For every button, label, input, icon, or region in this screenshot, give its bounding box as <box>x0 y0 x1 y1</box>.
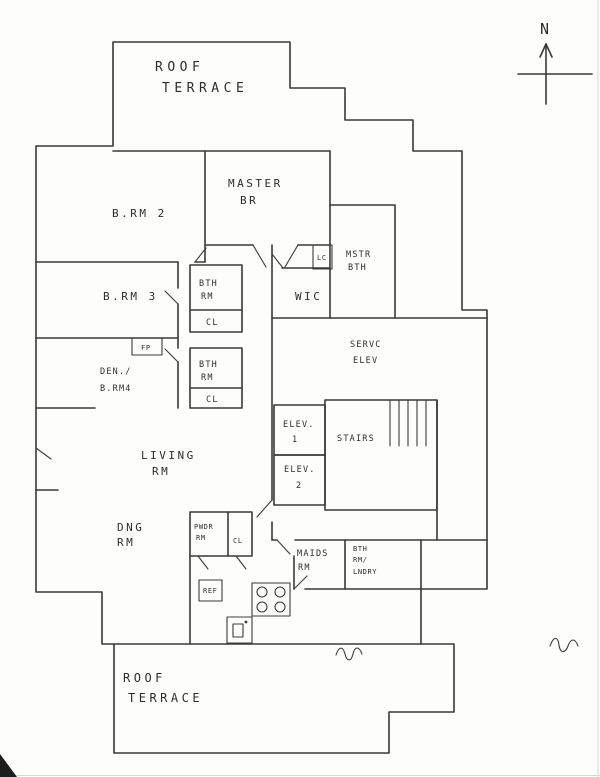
stairs-box <box>324 399 438 511</box>
label-dng-rm-1: DNG <box>117 521 144 534</box>
label-elev-1-b: 1 <box>292 435 298 445</box>
label-elev-2-b: 2 <box>296 481 302 491</box>
label-servc-elev-2: ELEV <box>353 356 378 366</box>
label-living-rm-2: RM <box>152 465 170 478</box>
label-den-2: B.RM4 <box>100 384 132 394</box>
label-elev-2-a: ELEV. <box>284 465 316 475</box>
label-servc-elev-1: SERVC <box>350 340 382 350</box>
label-roof-terrace-top-2: TERRACE <box>162 81 248 96</box>
label-pwdr-rm-2: RM <box>196 534 206 542</box>
label-pwdr-rm-1: PWDR <box>194 523 213 531</box>
linen-closet-box <box>312 244 333 270</box>
bathroom-block-lower <box>189 347 243 409</box>
north-label: N <box>540 20 550 38</box>
elevator-2-shaft <box>273 454 326 506</box>
label-dng-rm-2: RM <box>117 536 135 549</box>
label-b-rm-2: B.RM 2 <box>112 207 167 220</box>
label-den-1: DEN./ <box>100 367 132 377</box>
label-ref: REF <box>203 587 217 595</box>
label-bth-lndry-3: LNDRY <box>353 568 377 576</box>
label-cl-powder: CL <box>233 537 243 545</box>
hand-squiggle-1 <box>335 647 363 661</box>
bathroom-block-upper <box>189 264 243 333</box>
label-maids-rm-1: MAIDS <box>297 549 329 559</box>
label-mstr-bth-1: MSTR <box>346 250 371 260</box>
label-bth-rm-upper-1: BTH <box>199 279 218 289</box>
refrigerator-box <box>198 579 223 602</box>
label-maids-rm-2: RM <box>298 563 311 573</box>
kitchen-fixtures <box>198 579 291 644</box>
label-cl-lower: CL <box>206 395 219 405</box>
label-master-br-1: MASTER <box>228 177 283 190</box>
label-fp: FP <box>141 344 151 352</box>
label-bth-rm-lower-1: BTH <box>199 360 218 370</box>
interior-walls <box>35 150 488 645</box>
north-arrow-head <box>539 43 553 58</box>
label-cl-upper: CL <box>206 318 219 328</box>
room-labels: ROOF TERRACE MASTER BR B.RM 2 MSTR BTH L… <box>100 60 382 705</box>
hand-squiggles <box>335 637 579 661</box>
stair-treads <box>389 399 427 447</box>
label-living-rm-1: LIVING <box>141 449 196 462</box>
powder-room-block <box>189 511 253 557</box>
kitchen-sink <box>226 616 253 644</box>
label-roof-terrace-bottom-2: TERRACE <box>128 691 203 705</box>
label-stairs: STAIRS <box>337 434 375 444</box>
label-lc: LC <box>317 254 327 262</box>
label-bth-rm-lower-2: RM <box>201 373 214 383</box>
elevator-1-shaft <box>273 404 326 456</box>
label-bth-lndry-1: BTH <box>353 545 367 553</box>
label-elev-1-a: ELEV. <box>283 420 315 430</box>
label-bth-lndry-2: RM/ <box>353 556 367 564</box>
label-b-rm-3: B.RM 3 <box>103 290 158 303</box>
fireplace-box <box>131 337 163 356</box>
label-master-br-2: BR <box>240 194 258 207</box>
hand-squiggle-2 <box>549 637 579 653</box>
scan-corner-artifact <box>0 754 17 777</box>
exterior-wall-outline <box>35 41 488 754</box>
door-swing-marks <box>35 244 308 590</box>
label-mstr-bth-2: BTH <box>348 263 367 273</box>
label-roof-terrace-bottom-1: ROOF <box>123 671 166 685</box>
label-wic: WIC <box>295 290 322 303</box>
north-arrow: N <box>517 20 593 105</box>
stove-burners <box>251 582 291 617</box>
label-bth-rm-upper-2: RM <box>201 292 214 302</box>
label-roof-terrace-top-1: ROOF <box>155 60 204 75</box>
